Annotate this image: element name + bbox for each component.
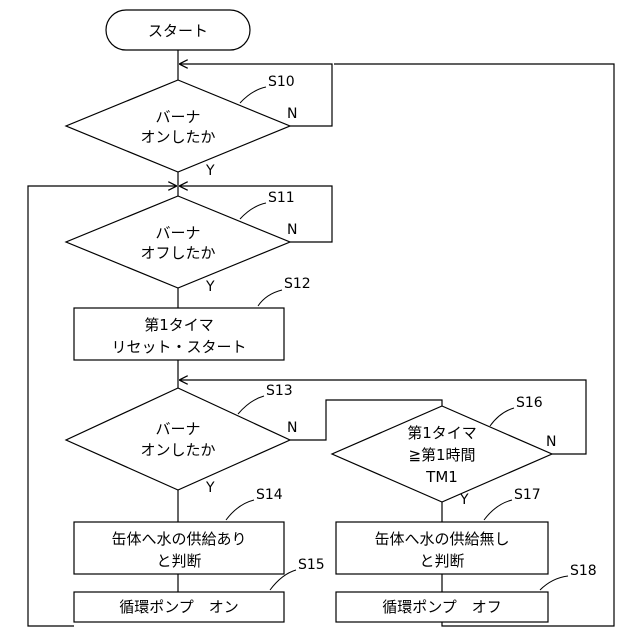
step-id-s11: S11 bbox=[268, 190, 295, 206]
process-s17-line-1: 缶体へ水の供給無し bbox=[374, 530, 509, 548]
decision-s16-yes-label: Y bbox=[459, 492, 469, 508]
decision-s13-shape bbox=[66, 388, 290, 490]
process-s17-line-2: と判断 bbox=[419, 552, 464, 570]
decision-s13-line-1: バーナ bbox=[155, 420, 200, 438]
step-id-s17: S17 bbox=[514, 487, 541, 503]
step-id-s18-leader bbox=[540, 576, 568, 590]
step-id-s16: S16 bbox=[516, 395, 543, 411]
step-id-s15: S15 bbox=[298, 557, 325, 573]
process-s18-line-1: 循環ポンプ オフ bbox=[382, 598, 502, 616]
decision-s13-no-label: N bbox=[287, 420, 297, 436]
decision-s13: バーナ オンしたか S13 N Y bbox=[66, 383, 297, 496]
step-id-s12-leader bbox=[258, 290, 282, 306]
start-terminal: スタート bbox=[106, 10, 250, 50]
decision-s10-line-2: オンしたか bbox=[140, 128, 215, 146]
step-id-s18: S18 bbox=[570, 563, 597, 579]
decision-s10-no-label: N bbox=[287, 106, 297, 122]
step-id-s10-leader bbox=[240, 87, 266, 103]
decision-s10-yes-label: Y bbox=[205, 163, 215, 179]
decision-s13-line-2: オンしたか bbox=[140, 441, 215, 459]
step-id-s12: S12 bbox=[284, 276, 311, 292]
decision-s11-line-1: バーナ bbox=[155, 224, 200, 242]
decision-s11-line-2: オフしたか bbox=[140, 244, 215, 262]
decision-s16-line-3: TM1 bbox=[425, 468, 458, 486]
start-label: スタート bbox=[148, 22, 208, 40]
process-s14-line-2: と判断 bbox=[156, 552, 201, 570]
decision-s11-yes-label: Y bbox=[205, 279, 215, 295]
decision-s16-line-2: ≧第1時間 bbox=[408, 446, 475, 464]
decision-s10: バーナ オンしたか S10 N Y bbox=[66, 74, 297, 179]
decision-s13-yes-label: Y bbox=[205, 480, 215, 496]
step-id-s14: S14 bbox=[256, 487, 283, 503]
process-s12: 第1タイマ リセット・スタート S12 bbox=[74, 276, 311, 360]
decision-s11-no-label: N bbox=[287, 222, 297, 238]
decision-s16-line-1: 第1タイマ bbox=[407, 424, 477, 442]
decision-s16-no-label: N bbox=[546, 434, 556, 450]
decision-s11-shape bbox=[66, 196, 290, 288]
process-s12-line-1: 第1タイマ bbox=[144, 316, 214, 334]
step-id-s17-leader bbox=[484, 500, 512, 520]
process-s14: 缶体へ水の供給あり と判断 S14 bbox=[74, 487, 284, 574]
process-s12-line-2: リセット・スタート bbox=[111, 338, 246, 356]
step-id-s11-leader bbox=[240, 203, 266, 219]
step-id-s14-leader bbox=[226, 500, 254, 520]
step-id-s13: S13 bbox=[266, 383, 293, 399]
decision-s11: バーナ オフしたか S11 N Y bbox=[66, 190, 297, 295]
step-id-s16-leader bbox=[490, 408, 514, 426]
decision-s10-line-1: バーナ bbox=[155, 108, 200, 126]
step-id-s13-leader bbox=[238, 396, 264, 414]
process-s14-line-1: 缶体へ水の供給あり bbox=[111, 530, 246, 548]
step-id-s10: S10 bbox=[268, 74, 295, 90]
process-s15-line-1: 循環ポンプ オン bbox=[119, 598, 239, 616]
decision-s10-shape bbox=[66, 80, 290, 172]
